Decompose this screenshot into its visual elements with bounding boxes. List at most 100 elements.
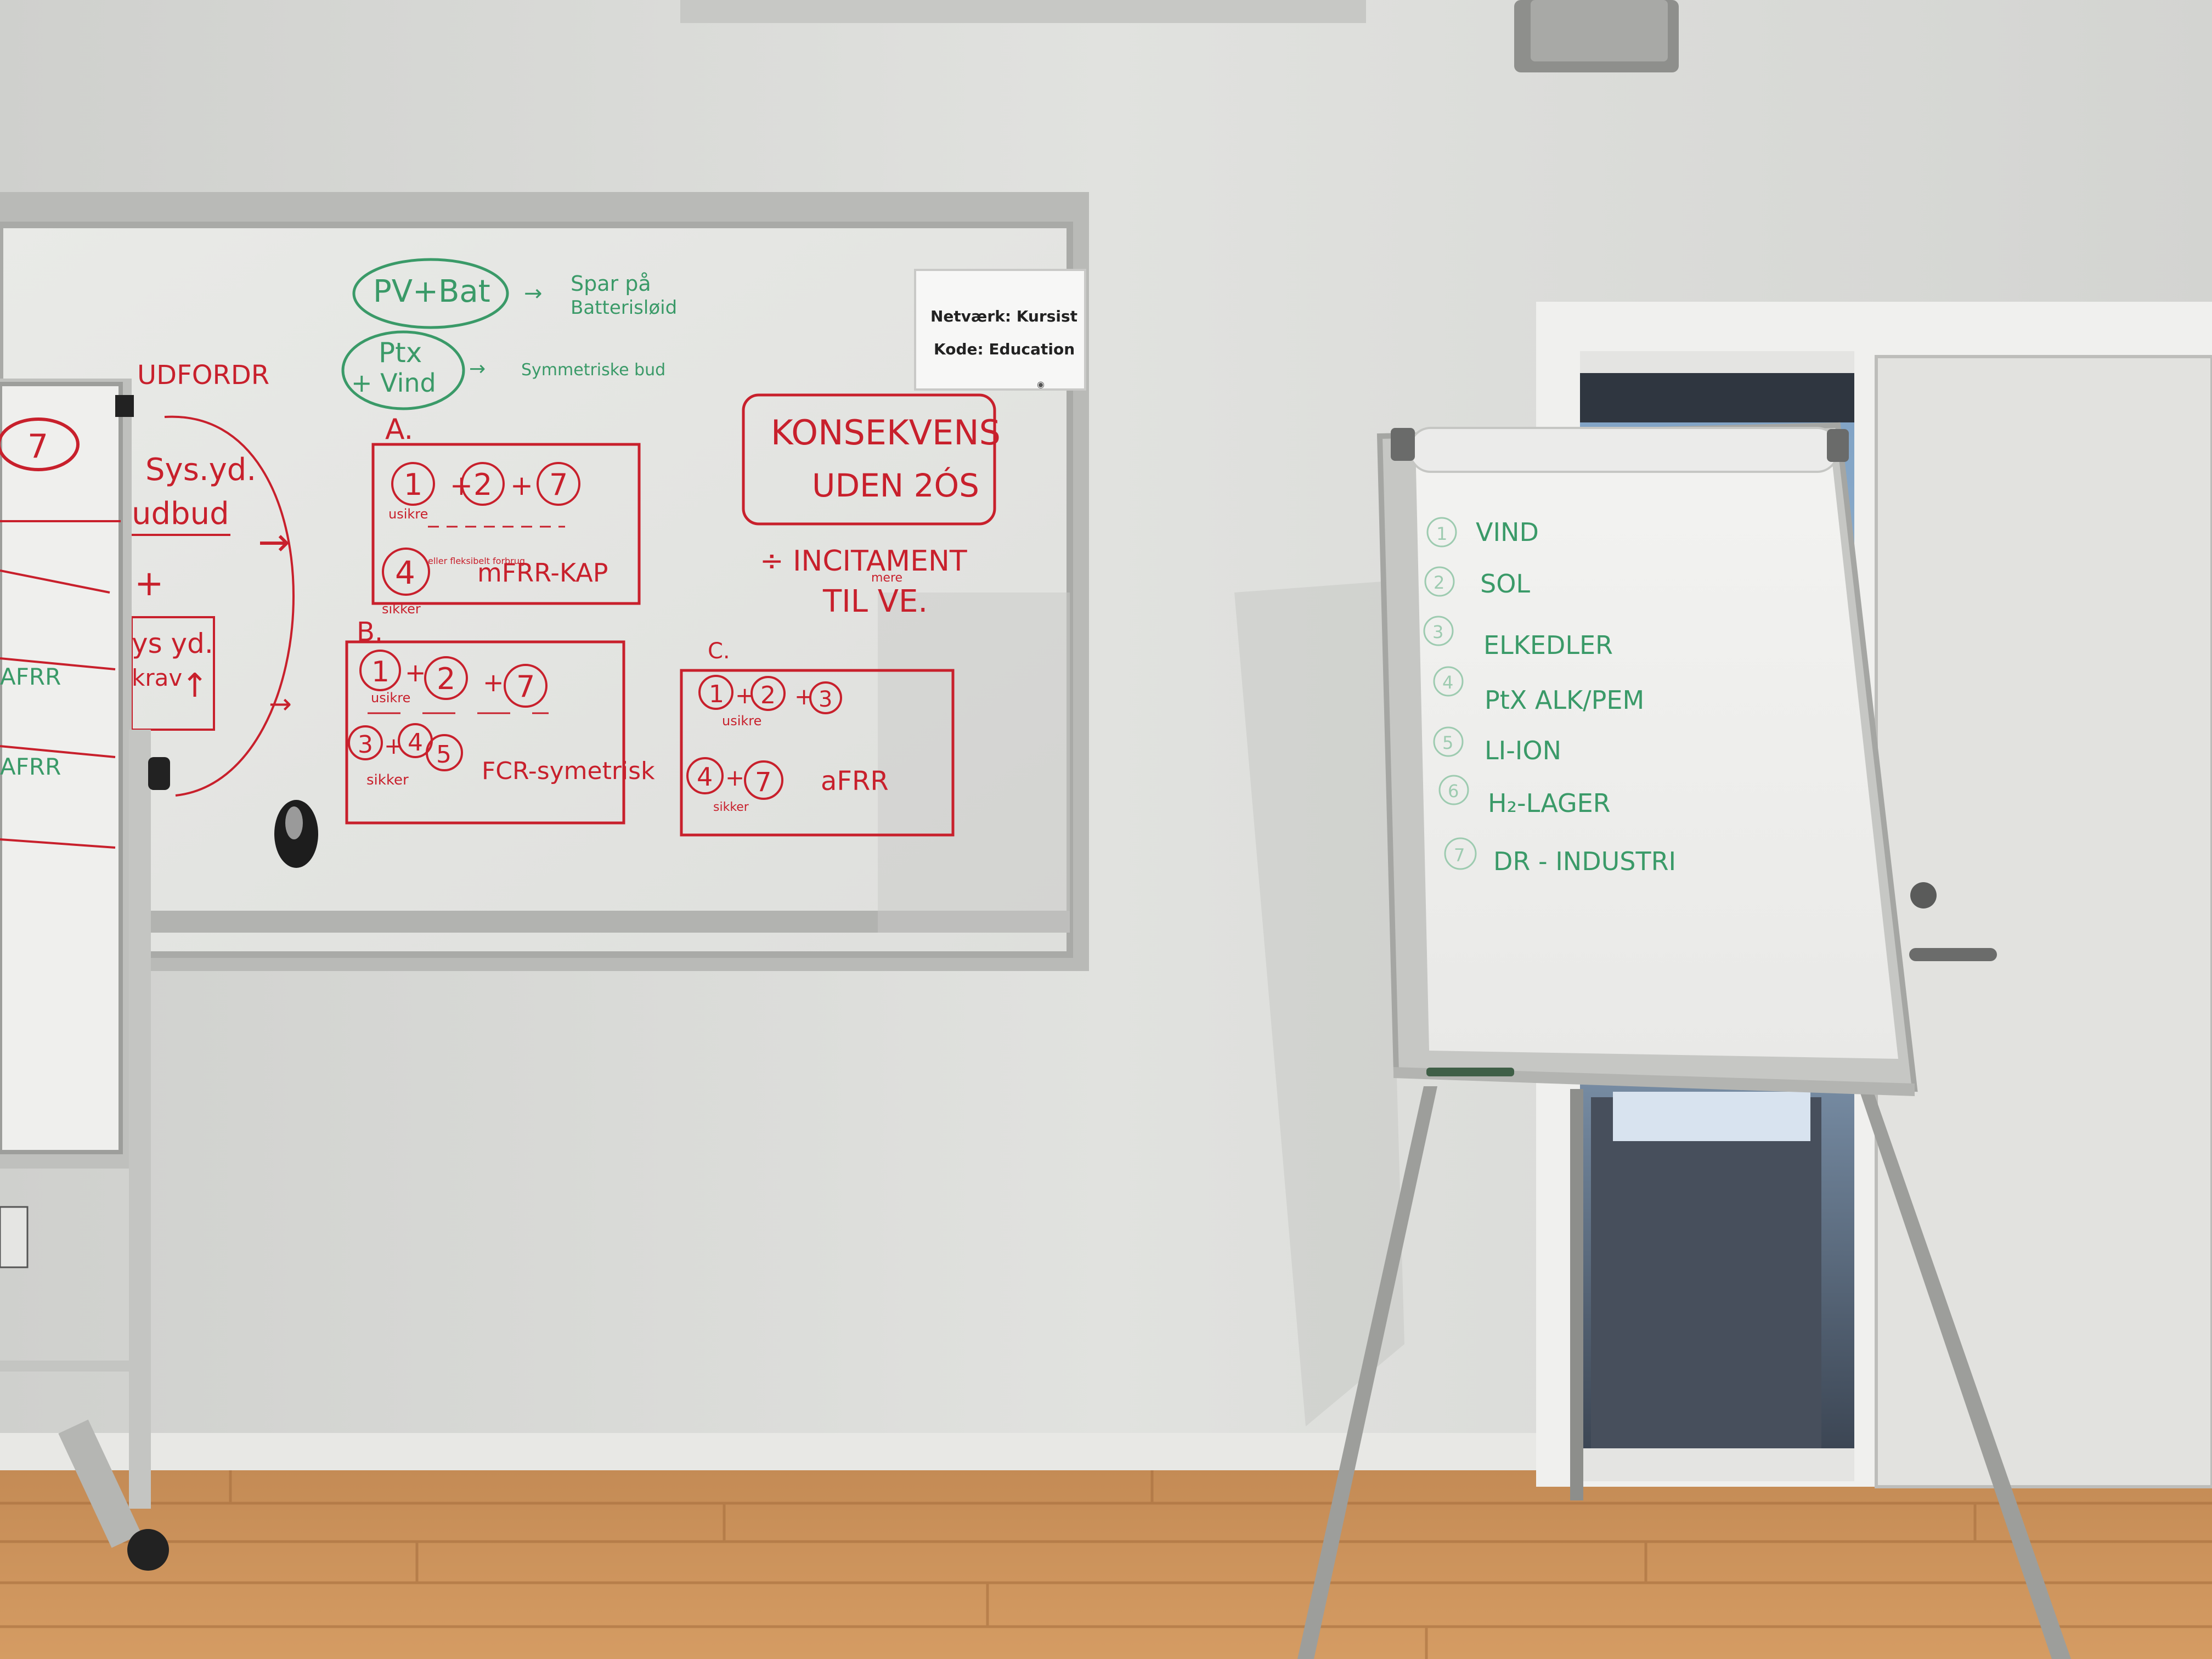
easel-item-text: DR - INDUSTRI <box>1493 847 1676 876</box>
box-a-n4: 4 <box>395 554 415 591</box>
left-flipchart-number: 7 <box>27 427 48 466</box>
box-c-usikre: usikre <box>722 713 761 729</box>
box-c-n4: 4 <box>697 762 713 792</box>
easel-item-num: 7 <box>1454 845 1465 866</box>
easel-item-num: 1 <box>1436 523 1447 544</box>
easel-item-text: SOL <box>1480 569 1530 599</box>
wall-speaker <box>1514 0 1679 72</box>
box-a-usikre: usikre <box>388 506 428 522</box>
sticker-code: Kode: Education <box>934 340 1075 358</box>
easel-item-1: 1 VIND <box>1426 517 1539 548</box>
magnet <box>274 800 318 868</box>
whiteboard-sticker: Netværk: Kursist Kode: Education ◉ <box>914 269 1086 391</box>
easel-item-text: ELKEDLER <box>1483 630 1613 660</box>
ptx-note: Symmetriske bud <box>521 360 665 380</box>
consequence-line-2: UDEN 2ÓS <box>812 466 979 504</box>
box-b: B. 1 + 2 + 7 usikre 3 + 4 5 FCR-symetris… <box>345 617 655 825</box>
easel-item-7: 7 DR - INDUSTRI <box>1444 837 1676 876</box>
box-b-n3: 7 <box>516 669 535 704</box>
box-c-sikker: sikker <box>713 800 749 814</box>
box-b-n6: 5 <box>436 741 452 769</box>
box-a-n2: 2 <box>473 467 492 502</box>
box-a-note: eller fleksibelt forbrug <box>428 556 525 566</box>
box-c-n1: 1 <box>709 680 724 708</box>
box-c-n2: 2 <box>760 681 776 709</box>
whiteboard <box>0 192 1089 971</box>
easel-item-2: 2 SOL <box>1424 566 1530 599</box>
easel-flipchart <box>1297 422 2071 1659</box>
sticker-network: Netværk: Kursist <box>930 307 1077 325</box>
easel-item-text: H₂-LAGER <box>1488 788 1611 818</box>
door-handle[interactable] <box>1909 948 1997 961</box>
box-a-n3: 7 <box>549 467 568 502</box>
left-flipchart-tag-2: AFRR <box>0 753 61 780</box>
easel-item-num: 3 <box>1432 622 1443 642</box>
box-a-n1: 1 <box>404 467 422 502</box>
box-a-product: mFRR-KAP <box>477 558 608 588</box>
box-b-usikre: usikre <box>371 690 410 706</box>
box-b-plus-1: + <box>405 658 426 687</box>
box-a-label: A. <box>385 413 413 446</box>
floor-planks <box>0 1470 2212 1659</box>
ceiling-rail <box>680 0 1366 23</box>
easel-list: 1 VIND 2 SOL 3 ELKEDLER 4 PtX ALK/PEM 5 … <box>1423 517 1676 876</box>
easel-item-6: 6 H₂-LAGER <box>1438 775 1611 818</box>
box-b-plus-2: + <box>483 668 504 697</box>
consequence-line-1: KONSEKVENS <box>771 413 1001 453</box>
left-flipchart: 7 AFRR AFRR <box>0 379 170 1571</box>
box-b-n4: 3 <box>358 731 373 759</box>
door-lock-icon <box>1910 882 1937 909</box>
box-a-sikker: sikker <box>382 601 421 617</box>
ptx-text: Ptx <box>379 337 422 369</box>
udfordr-loop <box>164 415 295 797</box>
incentive-line-2: TIL VE. <box>822 584 928 619</box>
sticker-logo: ◉ <box>1037 379 1045 390</box>
easel-item-num: 6 <box>1448 781 1459 802</box>
box-c-product: aFRR <box>821 766 889 797</box>
box-a: A. 1 + 2 + 7 usikre 4 eller fleksibelt f… <box>371 413 641 617</box>
sys-line-2: udbud <box>132 496 229 532</box>
box-b-product: FCR-symetrisk <box>482 757 655 785</box>
easel-item-num: 2 <box>1434 572 1444 593</box>
pv-bat-arrow: → <box>524 281 543 306</box>
floor <box>0 1470 2212 1659</box>
easel-item-5: 5 LI-ION <box>1433 726 1561 765</box>
easel-item-text: VIND <box>1476 517 1539 547</box>
udfordr-heading: UDFORDR <box>137 360 269 391</box>
box-a-plus-2: + <box>510 470 533 501</box>
box-c-n3: 3 <box>819 687 832 712</box>
sys-line-4: krav <box>132 664 182 691</box>
sys-line-1: Sys.yd. <box>145 452 256 488</box>
box-b-sikker: sikker <box>366 772 409 788</box>
easel-item-text: PtX ALK/PEM <box>1485 685 1644 715</box>
easel-item-3: 3 ELKEDLER <box>1423 616 1613 660</box>
easel-shadow <box>1234 582 1404 1426</box>
pv-bat-note-1: Spar på <box>571 272 651 296</box>
pv-bat-note-2: Batterisløid <box>571 297 677 319</box>
ptx-bubble <box>341 330 465 410</box>
plus-sign: + <box>134 563 164 604</box>
left-notes: UDFORDR Sys.yd. udbud + ys yd. krav ↑ → … <box>131 360 295 797</box>
easel-item-num: 5 <box>1442 732 1453 753</box>
box-c-label: C. <box>708 639 730 664</box>
easel-item-4: 4 PtX ALK/PEM <box>1433 666 1644 715</box>
box-b-n1: 1 <box>371 656 390 689</box>
ptx-arrow: → <box>469 358 486 380</box>
box-c-plus-3: + <box>725 764 744 791</box>
top-notes: PV+Bat → Spar på Batterisløid Ptx + Vind… <box>341 258 677 410</box>
easel-item-num: 4 <box>1442 672 1453 693</box>
easel-item-text: LI-ION <box>1485 736 1561 765</box>
incentive-line-1: ÷ INCITAMENT <box>760 545 967 578</box>
arrow-to-b: → <box>269 688 292 720</box>
arrow-to-a: → <box>258 520 290 565</box>
sys-line-3: ys yd. <box>132 628 213 659</box>
box-c: C. 1 + 2 + 3 usikre 4 + 7 aFRR sikker <box>680 639 955 837</box>
door[interactable] <box>1875 355 2212 1488</box>
pv-bat-bubble <box>352 258 509 329</box>
pv-bat-text: PV+Bat <box>373 274 490 309</box>
vind-text: + Vind <box>351 368 436 398</box>
box-c-n5: 7 <box>755 767 772 798</box>
consequence-box: KONSEKVENS UDEN 2ÓS ÷ INCITAMENT mere TI… <box>742 393 1001 619</box>
incentive-small: mere <box>871 571 902 585</box>
left-flipchart-tag-1: AFRR <box>0 663 61 690</box>
